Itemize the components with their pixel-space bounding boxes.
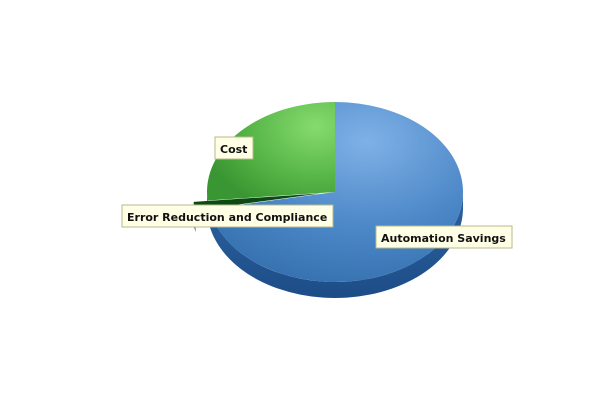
- pie-side-automation-savings: [209, 192, 463, 299]
- slice-label-text: Error Reduction and Compliance: [127, 211, 327, 224]
- slice-label-text: Cost: [220, 143, 247, 156]
- slice-label-text: Automation Savings: [381, 232, 506, 245]
- slice-label-box: [121, 204, 334, 228]
- pie-slice-cost[interactable]: [207, 102, 335, 201]
- slice-label-error-reduction-and-compliance: Error Reduction and Compliance: [121, 204, 334, 228]
- pie-labels: Automation Savings Error Reduction and Co…: [121, 136, 513, 249]
- slice-label-box: [214, 136, 254, 160]
- slice-label-box: [375, 225, 513, 249]
- slice-label-cost: Cost: [214, 136, 254, 160]
- slice-label-automation-savings: Automation Savings: [375, 225, 513, 249]
